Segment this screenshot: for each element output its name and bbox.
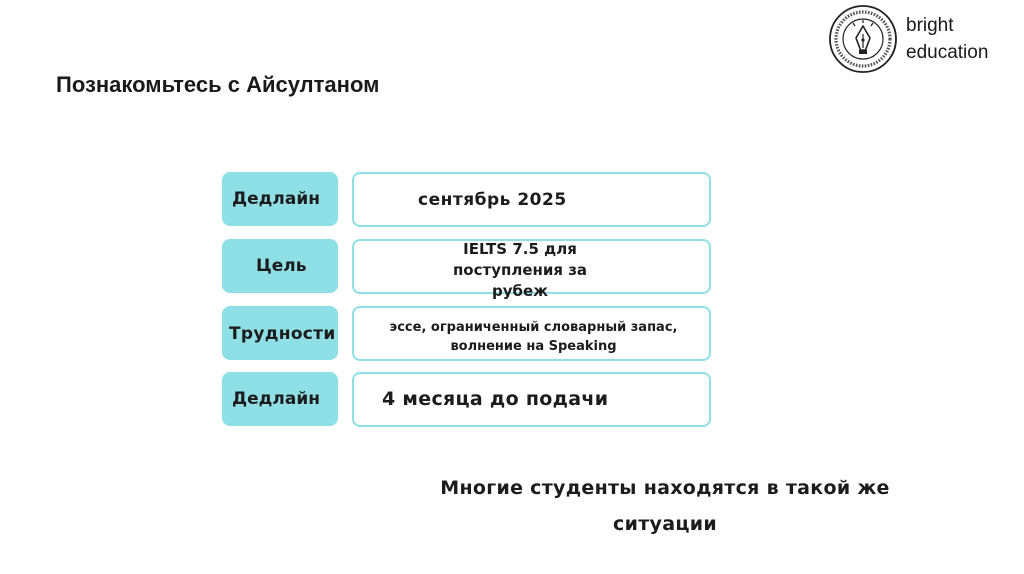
row-label-text: Цель <box>256 256 307 276</box>
page-title: Познакомьтесь с Айсултаном <box>56 72 380 97</box>
footer-note: Многие студенты находятся в такой же сит… <box>440 477 890 535</box>
brand-name: bright education <box>906 12 988 66</box>
row-value-deadline: сентябрь 2025 <box>352 172 711 227</box>
row-label-text: Трудности <box>229 324 336 344</box>
row-value-difficulties: эссе, ограниченный словарный запас, волн… <box>352 306 711 361</box>
pen-nib-seal-icon <box>829 5 897 73</box>
row-value-deadline-2: 4 месяца до подачи <box>352 372 711 427</box>
row-value-text: эссе, ограниченный словарный запас, волн… <box>389 320 678 354</box>
row-label-text: Дедлайн <box>232 389 320 409</box>
row-label-deadline-2: Дедлайн <box>222 372 338 426</box>
brand-line-1: bright <box>906 15 954 36</box>
row-value-goal: IELTS 7.5 для поступления за рубеж <box>352 239 711 300</box>
row-label-goal: Цель <box>222 239 338 293</box>
row-value-text: IELTS 7.5 для поступления за рубеж <box>452 240 588 300</box>
row-label-difficulties: Трудности <box>222 306 338 360</box>
row-label-deadline: Дедлайн <box>222 172 338 226</box>
row-label-text: Дедлайн <box>232 189 320 209</box>
bright-education-logo <box>828 4 898 74</box>
row-value-text: 4 месяца до подачи <box>382 388 609 410</box>
brand-line-2: education <box>906 42 989 63</box>
row-value-text: сентябрь 2025 <box>418 190 567 210</box>
